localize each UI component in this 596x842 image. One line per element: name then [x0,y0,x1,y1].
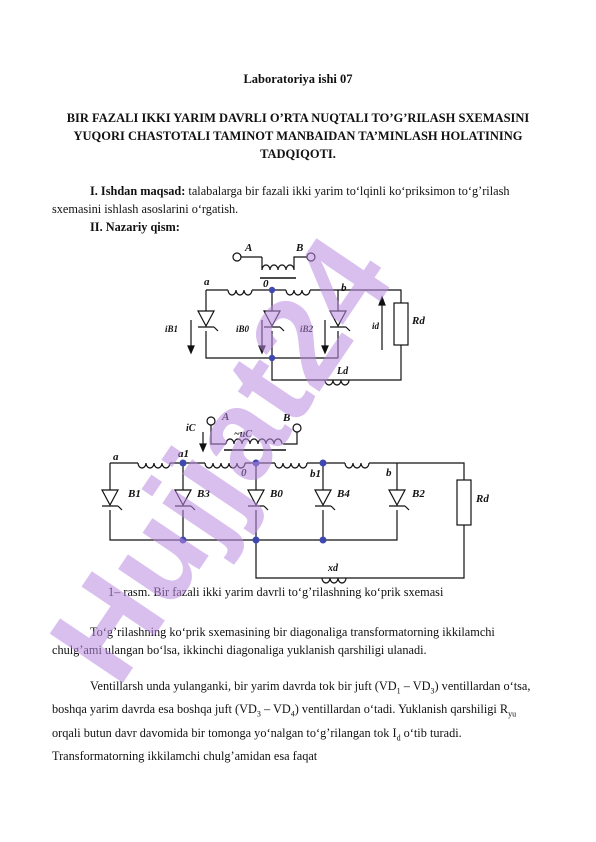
p2-text-1: Ventillarsh unda yulanganki, bir yarim d… [90,679,397,693]
label-rd-1: Rd [411,315,425,327]
label-diode-b0: B0 [269,488,283,500]
p2-text-4: – VD [260,702,291,717]
label-diode-b3: B3 [196,488,210,500]
label-a1: a1 [178,448,189,460]
label-xd: xd [327,563,339,574]
secondary-winding-right [285,289,311,296]
p2-sub-3: 3 [256,709,261,719]
p2-sub-2: 3 [430,686,435,696]
diode-b1-2 [101,489,119,507]
diode-b4 [314,489,332,507]
objective-text: talabalarga bir fazali ikki yarim to‘lqi… [52,184,510,216]
label-ib2: iB2 [300,324,314,334]
label-diode-b4: B4 [336,488,350,500]
label-uc: ~uC [234,429,252,440]
p2-text-2: – VD [400,679,431,693]
secondary-winding-left [227,289,253,296]
label-b-upper: B [295,242,303,254]
label-a: a [204,276,210,288]
objective-paragraph: I. Ishdan maqsad: talabalarga bir fazali… [52,182,542,218]
label-ib0: iB0 [236,324,250,334]
diode-b2 [329,310,347,328]
figure-1-midpoint-circuit: A B a 0 b iB1 iB0 iB2 id Rd Ld [165,242,425,386]
load-resistor-rd-2 [456,479,472,526]
theory-heading: II. Nazariy qism: [90,220,180,234]
label-b: b [341,282,347,294]
label-diode-b2: B2 [411,488,425,500]
primary-winding-2 [225,438,283,445]
p2-sub-1: 1 [396,686,401,696]
p2-text-3: ) ventillardan o‘tsa, boshqa yarim davrd… [52,679,531,717]
p2-sub-6: d [396,733,401,743]
objective-heading: I. Ishdan maqsad: [90,184,186,198]
diode-b1 [197,310,215,328]
label-b2-upper: B [282,412,290,424]
paragraph-2: Ventillarsh unda yulanganki, bir yarim d… [52,677,542,765]
label-ic: iC [186,423,196,434]
label-b1: b1 [310,468,321,480]
figure-2-bridge-circuit: A B iC ~uC a a1 0 b1 b B1 B3 B0 B4 B2 Rd… [101,411,489,584]
main-title: BIR FAZALI IKKI YARIM DAVRLI O’RTA NUQTA… [66,111,530,161]
terminal-a-circle [232,252,242,262]
label-id: id [372,321,380,331]
label-b2: b [386,467,392,479]
label-zero: 0 [263,278,269,290]
load-resistor-rd [393,302,409,346]
figure-caption: 1– rasm. Bir fazali ikki yarim davrli to… [108,585,444,599]
inductor-ld [324,379,350,386]
label-a-upper: A [244,242,252,254]
label-ib1: iB1 [165,324,178,334]
terminal-b-circle [306,252,316,262]
theory-heading-line: II. Nazariy qism: [52,218,542,236]
inductor-xd [321,577,347,584]
label-a2-upper: A [221,411,229,423]
label-zero-2: 0 [241,467,247,479]
circuit-1-nodes [268,286,276,362]
label-a2: a [113,451,119,463]
p2-text-5: ) ventillardan o‘tadi. Yuklanish qarshil… [294,702,509,717]
terminal-a2-circle [206,416,216,426]
label-diode-b1: B1 [127,488,141,500]
p2-sub-5: yu [508,709,517,719]
label-ld: Ld [336,366,349,377]
paragraph-1: To‘g’rilashning ko‘prik sxemasining bir … [52,625,495,657]
diode-b3 [174,489,192,507]
diode-b0 [263,310,281,328]
diode-b2-2 [388,489,406,507]
label-rd-2: Rd [475,493,489,505]
p2-sub-4: 4 [290,709,295,719]
lab-title: Laboratoriya ishi 07 [243,72,353,86]
p2-text-7: o‘tib turadi. Transformatorning ikkilamc… [52,725,462,764]
terminal-b2-circle [292,423,302,433]
circuit-2-nodes [179,459,327,544]
primary-winding [261,264,295,271]
p2-text-6: orqali butun davr davomida bir tomonga y… [52,725,397,740]
diode-b0-2 [247,489,265,507]
